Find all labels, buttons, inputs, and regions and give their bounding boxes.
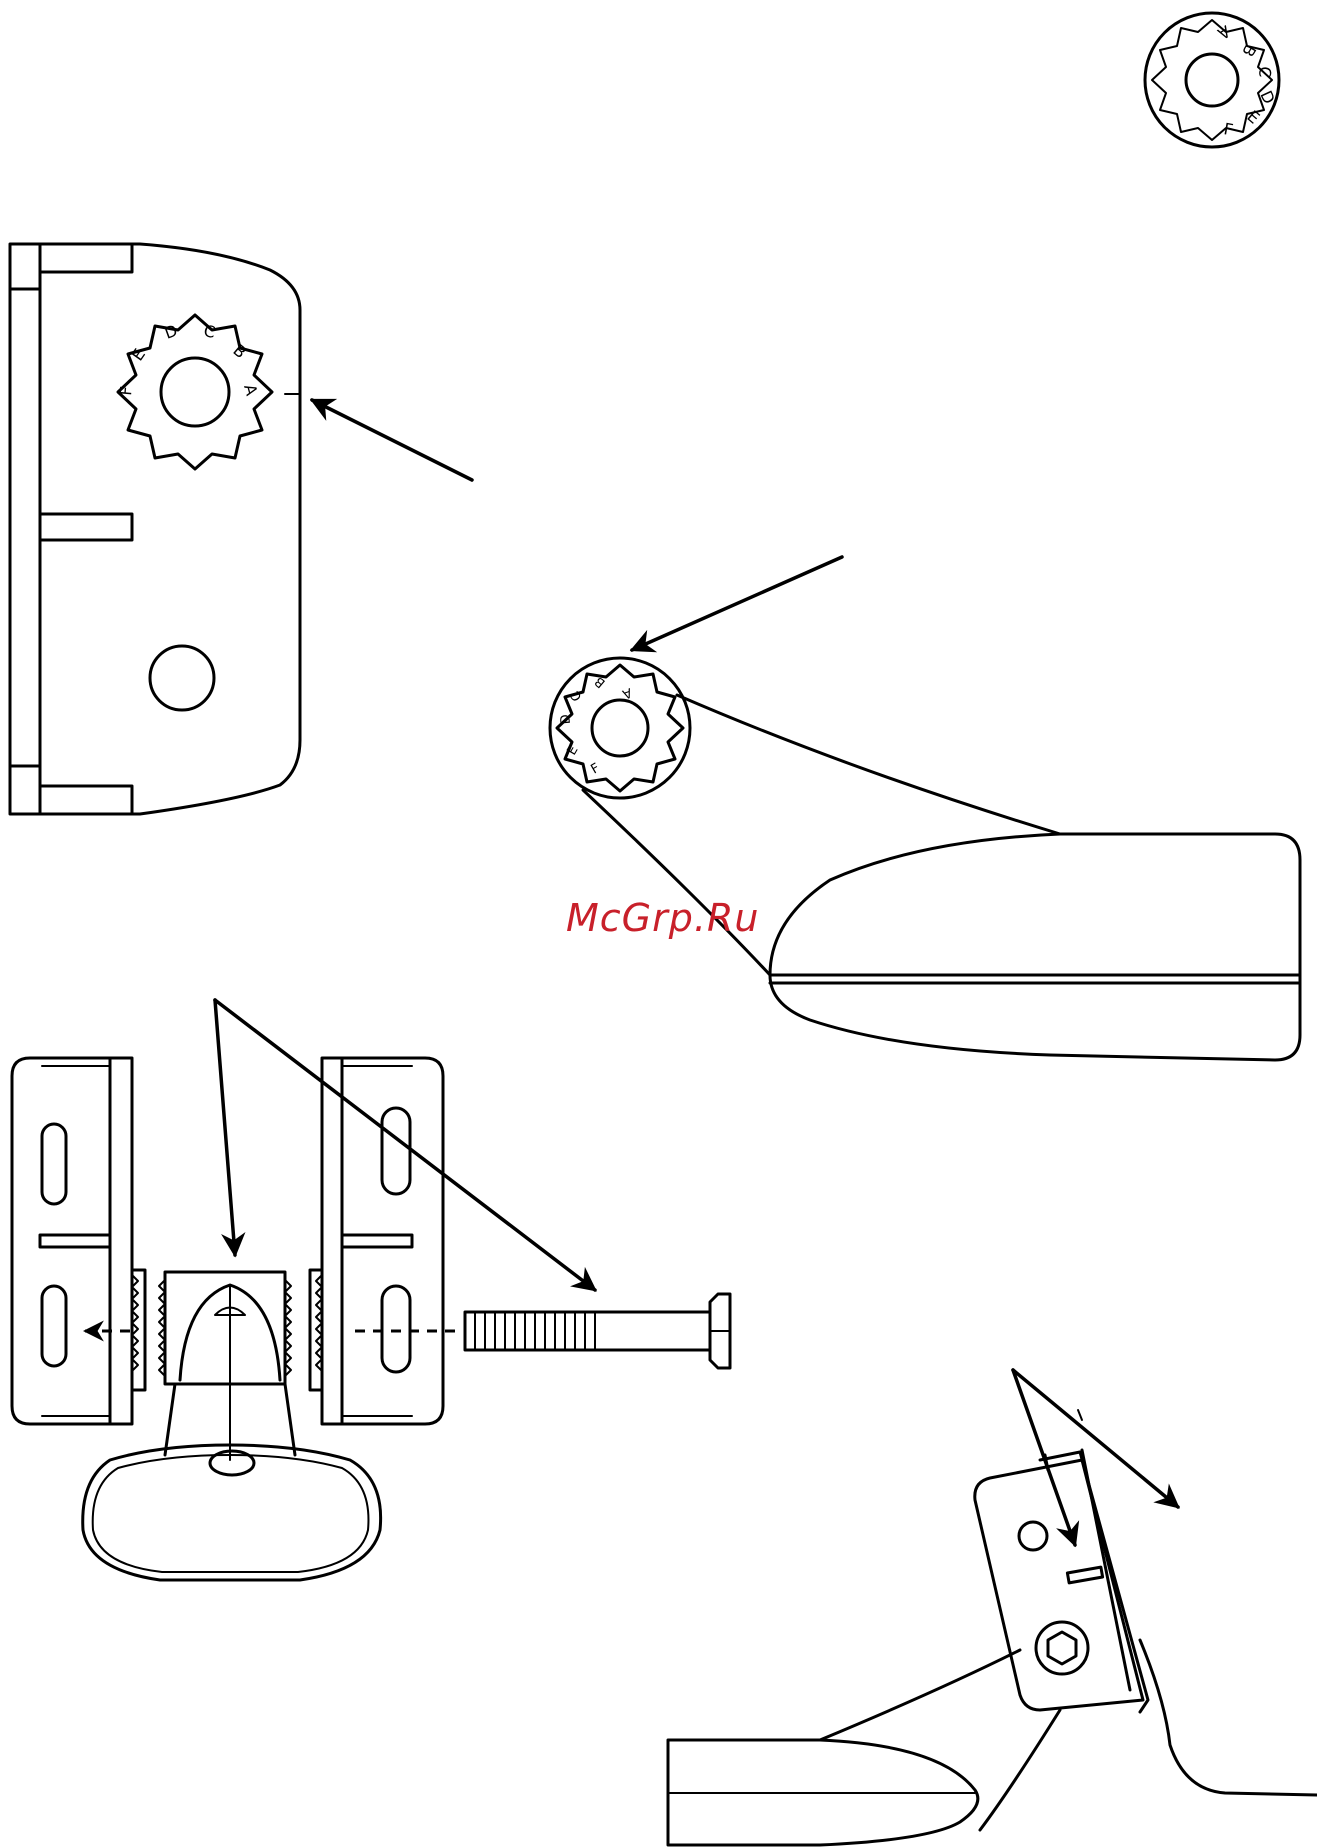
washer-outer-ring [1145, 13, 1279, 147]
right-bracket-plate [310, 1058, 443, 1424]
transducer-side-view: A B C D E F [550, 658, 1300, 1060]
bolt-icon [465, 1294, 730, 1368]
transducer-washer-outer [550, 658, 690, 798]
bracket-letter-d: D [162, 321, 180, 343]
washer-letter-f: F [1222, 119, 1234, 139]
mount-pivot-hole [1019, 1522, 1047, 1550]
transducer-letter-d: D [558, 714, 574, 725]
bracket-rail [10, 244, 40, 814]
arrow-icon [215, 1000, 235, 1255]
washer-letter-c: C [1255, 66, 1275, 79]
washer-letter-b: B [1238, 41, 1260, 60]
washer-hole [1186, 54, 1238, 106]
arrow-icon [632, 557, 842, 650]
left-plate-slot [42, 1124, 66, 1204]
bracket-side-view: A B C D E F [10, 244, 300, 814]
exploded-assembly [12, 1058, 730, 1580]
transducer-mount-head [83, 1272, 381, 1580]
bracket-letter-f: F [116, 386, 136, 397]
right-plate-slot [382, 1286, 410, 1372]
transducer-washer-hole [592, 700, 648, 756]
ratchet-washer-icon [557, 665, 683, 791]
right-plate-slot [382, 1108, 410, 1194]
transducer-letter-f: F [589, 761, 603, 778]
bracket-washer: A B C D E F [116, 315, 272, 469]
left-plate-slot [42, 1286, 66, 1366]
bracket-washer-hole [161, 358, 229, 426]
mounted-transducer [668, 1450, 1317, 1845]
arrow-icon [312, 400, 472, 480]
bracket-pivot-hole [150, 646, 214, 710]
transducer-body [770, 834, 1300, 1060]
washer-legend: A B C D E F [1145, 13, 1279, 147]
bracket-letter-c: C [202, 321, 216, 342]
bracket-letter-a: A [240, 382, 261, 398]
hex-socket-icon [1048, 1632, 1076, 1664]
transducer-washer: A B C D E F [550, 658, 690, 798]
watermark: McGrp.Ru [566, 896, 759, 940]
left-bracket-plate [12, 1058, 145, 1424]
mount-hex-ring [1036, 1622, 1088, 1674]
